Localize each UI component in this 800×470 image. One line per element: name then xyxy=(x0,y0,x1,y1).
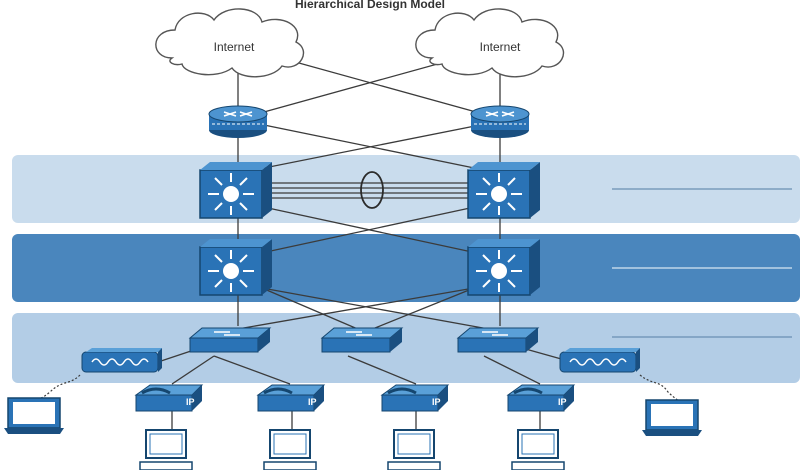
ip-phone-icon: IP xyxy=(380,383,450,413)
laptop-icon xyxy=(641,399,703,437)
workgroup-switch-icon xyxy=(189,327,271,353)
router-icon xyxy=(208,105,268,138)
layer3-switch-icon xyxy=(199,161,273,219)
ip-phone-icon: IP xyxy=(134,383,204,413)
ip-phone-label: IP xyxy=(186,397,195,407)
layer3-switch-icon xyxy=(199,238,273,296)
ip-phone-icon: IP xyxy=(506,383,576,413)
pc-icon xyxy=(263,429,317,470)
internet-cloud-right: Internet xyxy=(415,8,565,78)
layer3-switch-icon xyxy=(467,238,541,296)
ip-phone-label: IP xyxy=(558,397,567,407)
router-icon xyxy=(470,105,530,138)
pc-icon xyxy=(511,429,565,470)
etherchannel-bundle-icon xyxy=(360,171,384,209)
pc-icon xyxy=(139,429,193,470)
internet-cloud-left: Internet xyxy=(155,8,305,78)
workgroup-switch-icon xyxy=(457,327,539,353)
ip-phone-icon: IP xyxy=(256,383,326,413)
layer3-switch-icon xyxy=(467,161,541,219)
laptop-icon xyxy=(3,397,65,435)
ip-phone-label: IP xyxy=(308,397,317,407)
workgroup-switch-icon xyxy=(321,327,403,353)
pc-icon xyxy=(387,429,441,470)
access-point-icon xyxy=(81,347,163,373)
diagram-title: Hierarchical Design Model xyxy=(295,0,445,11)
cloud-label: Internet xyxy=(480,40,521,54)
cloud-label: Internet xyxy=(214,40,255,54)
ip-phone-label: IP xyxy=(432,397,441,407)
access-point-icon xyxy=(559,347,641,373)
